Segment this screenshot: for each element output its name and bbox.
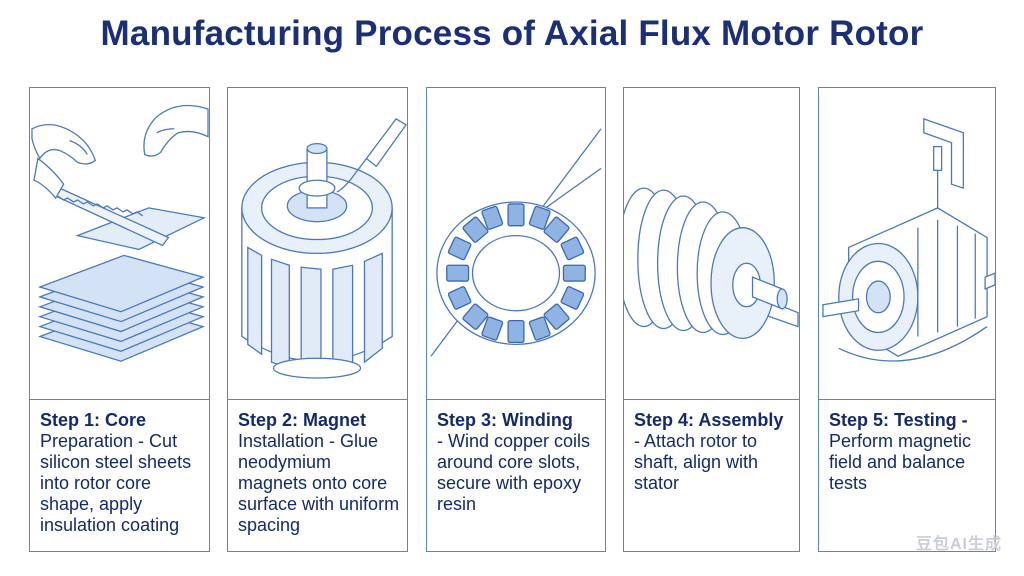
step-title: Step 3: Winding [437, 410, 573, 430]
step-panel-1: Step 1: Core Preparation - Cut silicon s… [29, 87, 210, 552]
step-title: Step 2: Magnet [238, 410, 367, 430]
watermark: 豆包AI生成 [915, 536, 1002, 553]
step-description: - Attach rotor to shaft, align with stat… [634, 431, 759, 493]
step-text-1: Step 1: Core Preparation - Cut silicon s… [40, 410, 205, 536]
step-text-4: Step 4: Assembly - Attach rotor to shaft… [634, 410, 795, 494]
step-title: Step 5: Testing - [829, 410, 968, 430]
step-panel-4: Step 4: Assembly - Attach rotor to shaft… [623, 87, 800, 552]
step-panel-2: Step 2: Magnet Installation - Glue neody… [227, 87, 408, 552]
step-description: Preparation - Cut silicon steel sheets i… [40, 431, 192, 535]
step-text-5: Step 5: Testing - Perform magnetic field… [829, 410, 991, 494]
step-description: Perform magnetic field and balance tests [829, 431, 972, 493]
cutting-sheets-icon [30, 88, 209, 400]
step-panel-3: Step 3: Winding - Wind copper coils arou… [426, 87, 606, 552]
step-title: Step 1: Core [40, 410, 147, 430]
step-title: Step 4: Assembly [634, 410, 784, 430]
magnet-core-icon [228, 88, 407, 400]
step-description: Installation - Glue neodymium magnets on… [238, 431, 400, 535]
step-description: - Wind copper coils around core slots, s… [437, 431, 591, 514]
step-text-3: Step 3: Winding - Wind copper coils arou… [437, 410, 601, 515]
step-text-2: Step 2: Magnet Installation - Glue neody… [238, 410, 403, 536]
page-title: Manufacturing Process of Axial Flux Moto… [100, 14, 924, 53]
shaft-assembly-icon [624, 88, 799, 400]
test-rig-icon [819, 88, 995, 400]
coil-ring-icon [427, 88, 605, 400]
step-panel-5: Step 5: Testing - Perform magnetic field… [818, 87, 996, 552]
